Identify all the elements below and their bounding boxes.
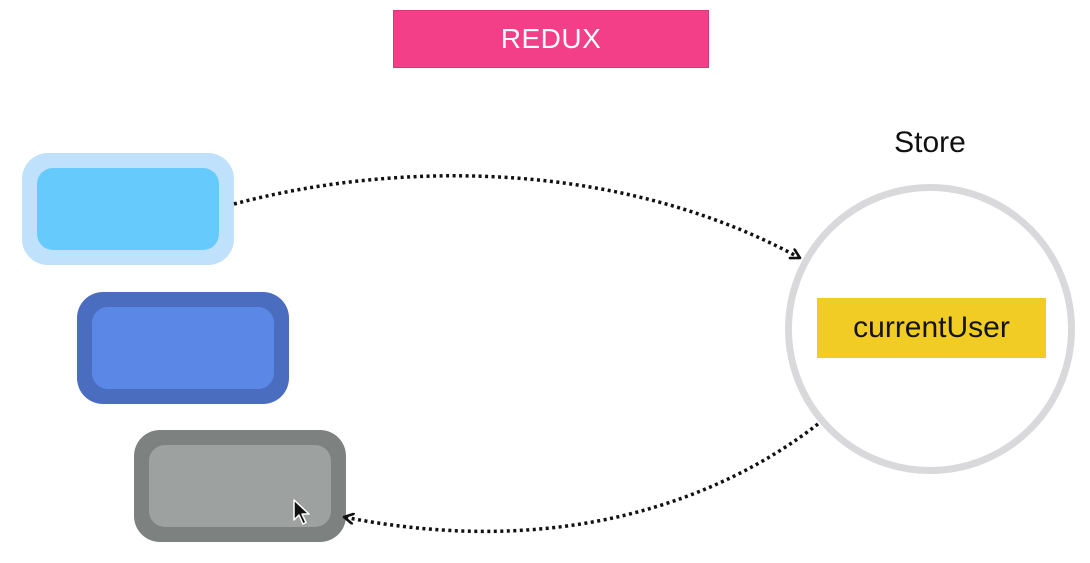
state-chip-current-user: currentUser	[817, 298, 1046, 358]
state-chip-label: currentUser	[853, 311, 1010, 344]
component-box-1-inner	[37, 168, 219, 250]
component-box-3	[134, 430, 346, 542]
arrow-store-to-component	[344, 422, 820, 534]
store-label: Store	[894, 126, 966, 159]
arrow-component-to-store	[233, 174, 800, 260]
title-banner: REDUX	[393, 10, 709, 68]
component-box-1	[22, 153, 234, 265]
component-box-2-inner	[92, 307, 274, 389]
title-text: REDUX	[500, 23, 602, 54]
cursor-icon	[293, 499, 310, 525]
component-box-2	[77, 292, 289, 404]
